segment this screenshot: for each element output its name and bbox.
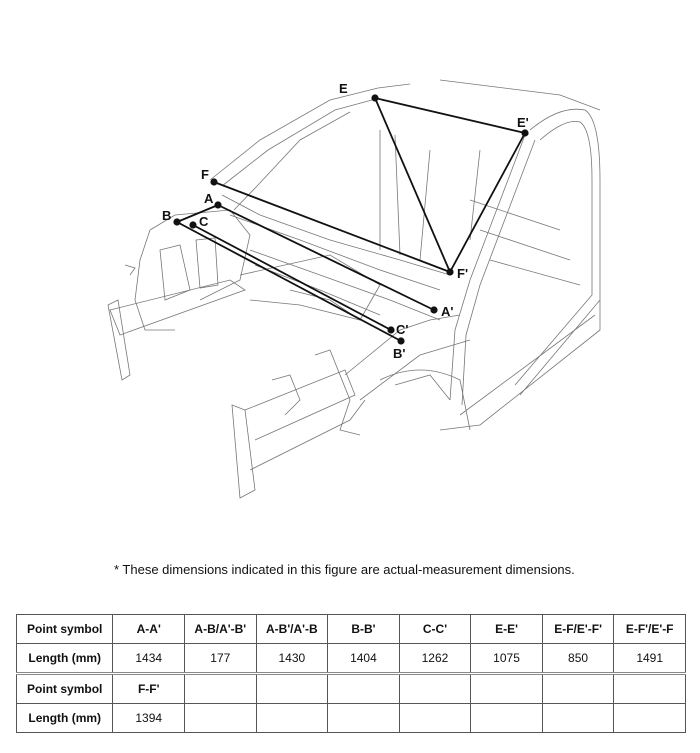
measurement-point-e-prime [521, 129, 529, 137]
measurement-line-e-prime-to-f-prime [449, 132, 526, 273]
length-cell [470, 703, 543, 733]
row-header-length: Length (mm) [15, 703, 114, 733]
table-row: Length (mm) 1434 177 1430 1404 1262 1075… [15, 643, 686, 675]
length-cell [398, 703, 472, 733]
symbol-cell: B-B' [327, 614, 400, 644]
measurement-points [173, 94, 529, 345]
length-cell: 1075 [470, 643, 543, 675]
measurement-point-c-prime [387, 326, 395, 334]
measurement-line-f-to-f-prime [213, 181, 451, 273]
measurement-point-e [371, 94, 379, 102]
table-row: Length (mm) 1394 [15, 703, 686, 733]
table-row: Point symbol A-A' A-B/A'-B' A-B'/A'-B B-… [15, 614, 686, 644]
symbol-cell: A-A' [112, 614, 185, 644]
dimension-table: Point symbol A-A' A-B/A'-B' A-B'/A'-B B-… [15, 614, 686, 733]
measurement-line-a-to-b [176, 204, 219, 223]
point-label-b: B [162, 208, 171, 223]
measurement-line-a-to-a-prime [217, 204, 435, 311]
symbol-cell [541, 673, 615, 704]
point-label-c-prime: C' [396, 322, 408, 337]
measurement-line-e-to-f-prime [374, 97, 451, 273]
measurement-point-f [210, 178, 218, 186]
measurement-line-c-to-c-prime [192, 224, 392, 331]
symbol-cell [470, 673, 543, 704]
row-header-length: Length (mm) [15, 643, 114, 675]
measurement-line-b-to-b-prime [176, 221, 402, 342]
length-cell [255, 703, 329, 733]
length-cell: 1404 [327, 643, 400, 675]
symbol-cell [255, 673, 329, 704]
length-cell [327, 703, 400, 733]
length-cell: 1491 [613, 643, 686, 675]
symbol-cell: A-B/A'-B' [184, 614, 257, 644]
point-label-c: C [199, 214, 209, 229]
length-cell: 850 [541, 643, 615, 675]
car-body-diagram: E E' F A B C F' A' C' B' [107, 79, 601, 499]
measurement-point-b [173, 218, 181, 226]
length-cell: 1434 [112, 643, 185, 675]
length-cell [541, 703, 615, 733]
measurement-point-a-prime [430, 306, 438, 314]
point-label-b-prime: B' [393, 346, 405, 361]
length-cell: 177 [184, 643, 257, 675]
measurement-point-f-prime [446, 268, 454, 276]
symbol-cell [327, 673, 400, 704]
row-header-point-symbol: Point symbol [15, 673, 114, 704]
point-label-f-prime: F' [457, 266, 468, 281]
measurement-note: * These dimensions indicated in this fig… [114, 562, 575, 577]
length-cell: 1430 [255, 643, 329, 675]
symbol-cell: A-B'/A'-B [255, 614, 329, 644]
symbol-cell: E-F/E'-F' [541, 614, 615, 644]
symbol-cell [613, 673, 686, 704]
symbol-cell: F-F' [112, 673, 185, 704]
point-label-e-prime: E' [517, 115, 529, 130]
symbol-cell: E-E' [470, 614, 543, 644]
length-cell: 1394 [112, 703, 185, 733]
point-label-a-prime: A' [441, 304, 453, 319]
point-label-f: F [201, 167, 209, 182]
point-labels: E E' F A B C F' A' C' B' [162, 81, 529, 361]
symbol-cell: E-F'/E'-F [613, 614, 686, 644]
row-header-point-symbol: Point symbol [15, 614, 114, 644]
length-cell: 1262 [398, 643, 472, 675]
measurement-lines [176, 97, 526, 342]
measurement-line-e-to-e-prime [374, 97, 526, 134]
table-row: Point symbol F-F' [15, 673, 686, 704]
symbol-cell [398, 673, 472, 704]
measurement-point-c [189, 221, 197, 229]
point-label-a: A [204, 191, 214, 206]
measurement-point-b-prime [397, 337, 405, 345]
length-cell [184, 703, 257, 733]
length-cell [613, 703, 686, 733]
body-outline [107, 79, 601, 499]
measurement-point-a [214, 201, 222, 209]
point-label-e: E [339, 81, 348, 96]
symbol-cell: C-C' [398, 614, 472, 644]
symbol-cell [184, 673, 257, 704]
